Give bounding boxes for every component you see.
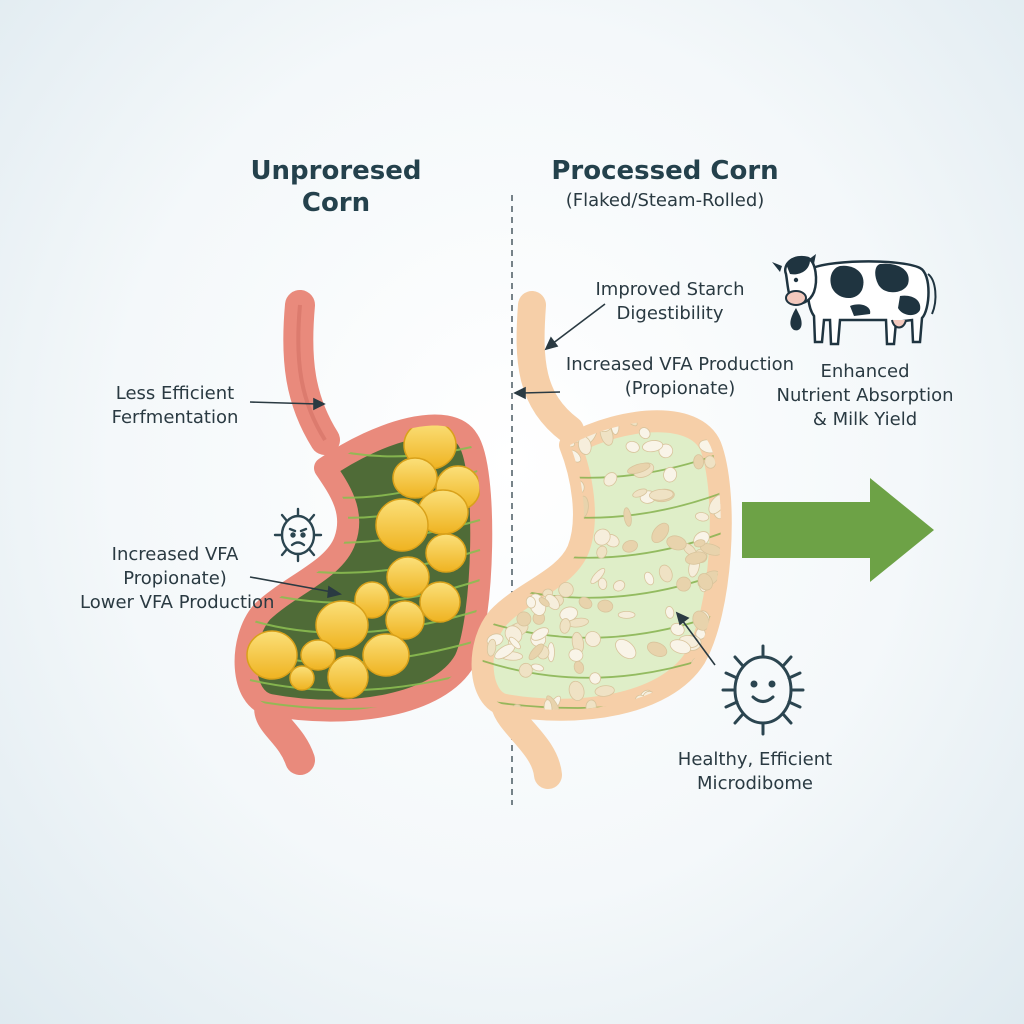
corn-flake xyxy=(593,528,611,546)
corn-flake xyxy=(692,610,710,631)
corn-flake xyxy=(666,535,687,551)
corn-flake xyxy=(647,641,668,657)
corn-flake xyxy=(578,596,593,609)
corn-flake xyxy=(518,662,533,678)
corn-flake xyxy=(533,529,552,540)
corn-flake xyxy=(494,426,508,437)
corn-flake xyxy=(597,577,608,590)
corn-flake xyxy=(695,512,710,522)
corn-flake xyxy=(491,472,505,485)
corn-flake xyxy=(531,627,549,641)
corn-flake xyxy=(589,672,602,685)
corn-flake xyxy=(642,440,664,453)
corn-flake xyxy=(499,530,514,541)
corn-flake xyxy=(497,444,510,459)
corn-flake xyxy=(495,421,510,433)
corn-flake xyxy=(615,639,637,659)
corn-flake xyxy=(594,685,615,697)
annotation-increased-vfa-production: Increased VFA Production (Propionate) xyxy=(565,354,795,399)
corn-flake xyxy=(507,421,515,426)
corn-flake xyxy=(693,454,705,470)
corn-flake xyxy=(663,466,678,483)
corn-flake xyxy=(559,618,571,634)
corn-flake xyxy=(725,408,735,420)
corn-flake xyxy=(697,573,713,591)
corn-flake xyxy=(508,550,527,566)
corn-flake xyxy=(493,497,511,512)
corn-flake xyxy=(548,442,558,455)
corn-flake xyxy=(622,540,638,553)
corn-flake xyxy=(623,507,632,527)
unprocessed-corn-title: Unproresed Corn xyxy=(250,156,422,218)
corn-flake xyxy=(617,611,636,619)
corn-flake xyxy=(713,647,721,668)
corn-flake xyxy=(671,711,684,724)
corn-flake xyxy=(516,449,527,463)
corn-flake xyxy=(658,564,673,583)
corn-flake xyxy=(559,606,578,622)
corn-flake xyxy=(537,554,547,566)
corn-flake xyxy=(531,663,544,672)
corn-flake xyxy=(515,400,527,420)
corn-flake xyxy=(638,427,651,440)
corn-flake xyxy=(676,576,692,592)
corn-flake xyxy=(549,477,566,493)
sad-microbe-icon xyxy=(273,507,323,563)
corn-flake xyxy=(627,462,651,475)
corn-flake xyxy=(558,582,574,598)
corn-flake xyxy=(651,522,670,544)
annotation-arrows xyxy=(249,303,716,666)
corn-flake xyxy=(712,403,731,422)
corn-flake xyxy=(529,471,546,489)
corn-flake xyxy=(685,551,707,565)
corn-flake xyxy=(649,488,674,501)
corn-flake xyxy=(503,438,524,456)
corn-flake xyxy=(486,638,497,657)
unprocessed-stomach-illustration xyxy=(234,290,493,775)
corn-flake xyxy=(543,699,553,710)
corn-flake xyxy=(584,631,601,647)
corn-flake xyxy=(665,606,675,619)
corn-flake xyxy=(508,636,521,650)
annotation-vfa-left: Increased VFA Propionate) Lower VFA Prod… xyxy=(80,544,275,613)
corn-flake xyxy=(568,648,584,662)
corn-flake xyxy=(597,599,614,613)
corn-flake xyxy=(590,568,606,584)
corn-flake xyxy=(603,472,618,487)
corn-flake xyxy=(632,488,648,498)
corn-flake xyxy=(516,611,532,627)
processed-corn-title: Processed Corn xyxy=(551,156,779,186)
annotation-enhanced-nutrient-absorption: Enhanced Nutrient Absorption & Milk Yiel… xyxy=(776,361,954,430)
cow-icon xyxy=(772,254,937,346)
corn-flake xyxy=(625,440,640,453)
corn-flake xyxy=(719,405,731,418)
corn-flake xyxy=(522,570,538,578)
corn-flake xyxy=(708,493,721,515)
happy-microbe-icon xyxy=(721,644,805,736)
corn-flake xyxy=(669,639,692,655)
corn-flake xyxy=(568,680,585,701)
corn-flake xyxy=(613,580,626,592)
corn-flake xyxy=(528,643,544,661)
annotation-healthy-microbiome: Healthy, Efficient Microdibome xyxy=(677,749,833,794)
corn-flake xyxy=(515,429,526,449)
corn-flake xyxy=(693,539,706,548)
corn-flake xyxy=(512,421,536,435)
corn-flake xyxy=(500,540,511,561)
annotation-improved-starch-digestibility: Improved Starch Digestibility xyxy=(595,279,745,324)
corn-flake xyxy=(493,445,510,462)
processed-corn-subtitle: (Flaked/Steam-Rolled) xyxy=(565,190,765,211)
corn-flake xyxy=(538,597,550,607)
corn-flake xyxy=(596,545,608,559)
corn-flake xyxy=(547,452,559,465)
annotation-less-efficient-fermentation: Less Efficient Ferfmentation xyxy=(111,383,239,428)
corn-flake xyxy=(644,571,655,586)
corn-flake xyxy=(542,509,557,525)
outcome-arrow xyxy=(742,478,934,582)
corn-flake xyxy=(525,596,536,609)
